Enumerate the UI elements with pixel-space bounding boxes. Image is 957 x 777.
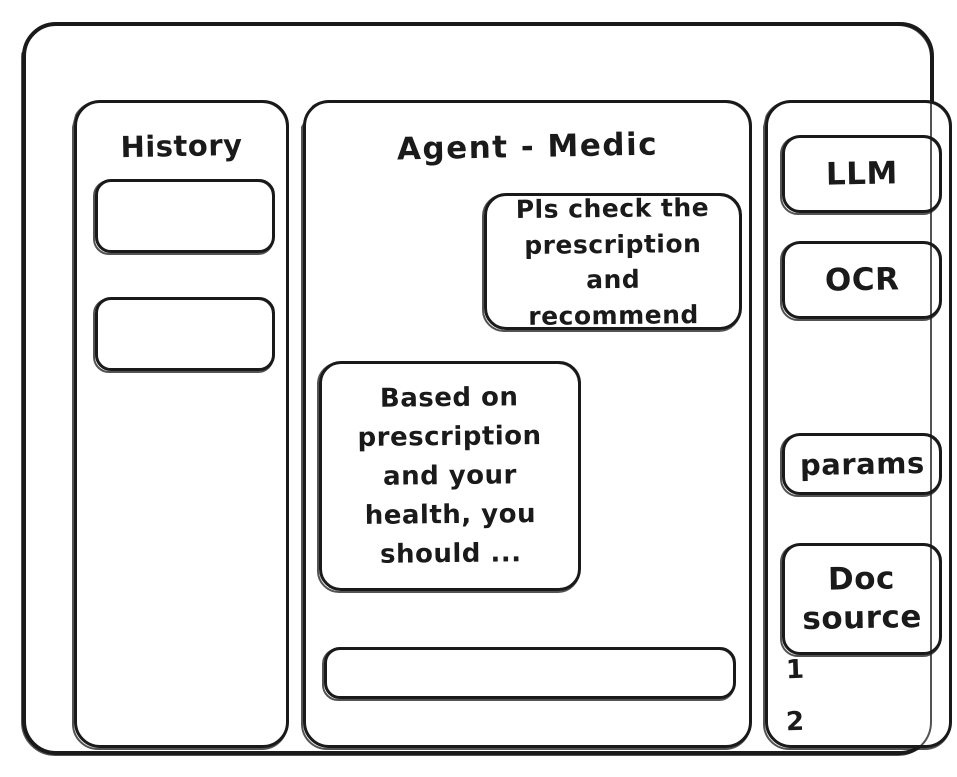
message-input[interactable] [324, 647, 736, 699]
history-panel: History [74, 100, 289, 748]
user-message-bubble: Pls check the prescription and recommend [484, 192, 742, 330]
doc-source-list-item[interactable]: 2 [785, 706, 806, 738]
history-panel-title: History [120, 127, 243, 165]
doc-source-list-item[interactable]: 1 [785, 654, 806, 686]
chat-panel: Agent - Medic Pls check the prescription… [303, 100, 752, 748]
tool-card-params-label: params [799, 445, 925, 482]
assistant-message-bubble: Based on prescription and your health, y… [319, 361, 581, 591]
tool-card-llm-label: LLM [825, 155, 899, 193]
tool-card-doc-source[interactable]: Doc source [782, 543, 942, 655]
history-item[interactable] [95, 297, 275, 371]
user-message-text: Pls check the prescription and recommend [515, 192, 710, 330]
tools-panel: LLM OCR params Doc source 1 2 [765, 100, 952, 748]
assistant-message-text: Based on prescription and your health, y… [357, 381, 542, 570]
tool-card-llm[interactable]: LLM [782, 135, 942, 213]
tool-card-params[interactable]: params [782, 433, 942, 495]
agent-title: Agent - Medic [396, 126, 659, 168]
window-frame: History Agent - Medic Pls check the pres… [22, 22, 952, 755]
history-item[interactable] [95, 179, 275, 253]
tool-card-ocr-label: OCR [824, 260, 900, 299]
tool-card-ocr[interactable]: OCR [782, 241, 942, 319]
tool-card-doc-source-label: Doc source [802, 560, 923, 638]
